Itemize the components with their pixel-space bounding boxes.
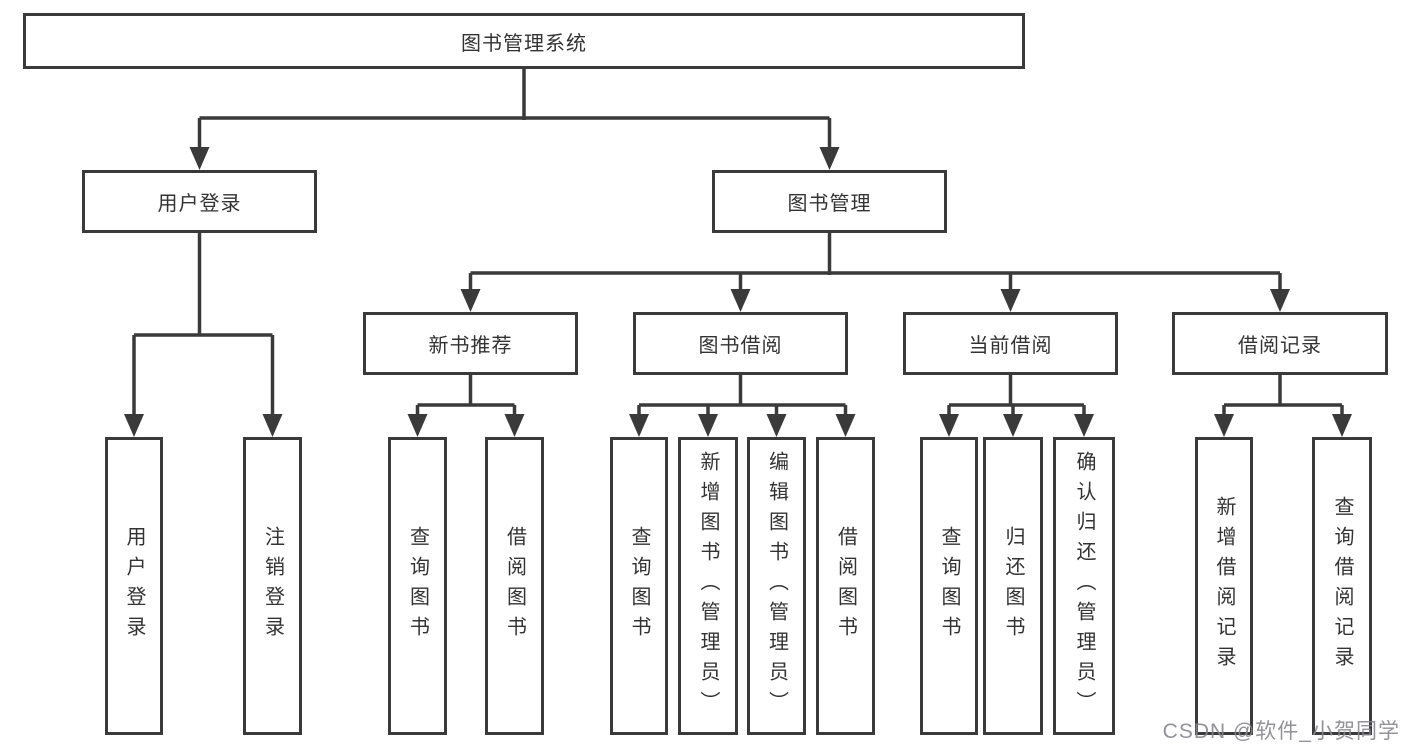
leaf-borrowing-borrow-books: 借阅图书 — [816, 437, 875, 735]
node-label: 图书管理系统 — [461, 32, 587, 55]
node-label: 确认归还（管理员） — [1073, 451, 1095, 721]
node-label: 图书管理 — [787, 193, 872, 215]
node-current-borrowing: 当前借阅 — [903, 312, 1118, 375]
leaf-current-return-books: 归还图书 — [983, 437, 1043, 735]
node-label: 新增图书（管理员） — [697, 451, 719, 721]
node-label: 当前借阅 — [968, 335, 1053, 357]
node-label: 编辑图书（管理员） — [765, 451, 788, 721]
node-label: 用户登录 — [123, 526, 145, 646]
leaf-current-query-books: 查询图书 — [920, 437, 978, 735]
node-label: 借阅图书 — [834, 526, 857, 646]
node-label: 新书推荐 — [428, 335, 513, 357]
leaf-user-login: 用户登录 — [105, 437, 163, 735]
node-label: 查询借阅记录 — [1331, 496, 1353, 676]
leaf-records-query-record: 查询借阅记录 — [1312, 437, 1372, 735]
leaf-borrowing-add-books-admin: 新增图书（管理员） — [678, 437, 738, 735]
leaf-borrowing-edit-books-admin: 编辑图书（管理员） — [747, 437, 806, 735]
node-label: 注销登录 — [261, 526, 284, 646]
node-label: 新增借阅记录 — [1213, 496, 1235, 676]
node-label: 查询图书 — [628, 526, 650, 646]
node-borrowing-records: 借阅记录 — [1172, 312, 1388, 375]
node-label: 用户登录 — [157, 193, 242, 215]
node-label: 借阅记录 — [1238, 335, 1322, 357]
node-label: 借阅图书 — [503, 526, 526, 646]
node-book-borrowing: 图书借阅 — [633, 312, 848, 375]
leaf-current-confirm-return-admin: 确认归还（管理员） — [1053, 437, 1115, 735]
node-library-management-system: 图书管理系统 — [23, 13, 1025, 69]
leaf-records-add-record: 新增借阅记录 — [1195, 437, 1253, 735]
leaf-recommend-query-books: 查询图书 — [388, 437, 447, 735]
leaf-recommend-borrow-books: 借阅图书 — [485, 437, 544, 735]
node-new-book-recommend: 新书推荐 — [363, 312, 578, 375]
leaf-borrowing-query-books: 查询图书 — [610, 437, 668, 735]
node-label: 查询图书 — [406, 526, 429, 646]
csdn-watermark: CSDN @软件_小贺同学 — [1162, 720, 1400, 743]
node-user-login: 用户登录 — [82, 170, 317, 233]
node-label: 归还图书 — [1002, 526, 1024, 646]
node-label: 图书借阅 — [698, 335, 783, 357]
node-book-management: 图书管理 — [712, 170, 947, 233]
leaf-logout: 注销登录 — [243, 437, 302, 735]
node-label: 查询图书 — [938, 526, 960, 646]
